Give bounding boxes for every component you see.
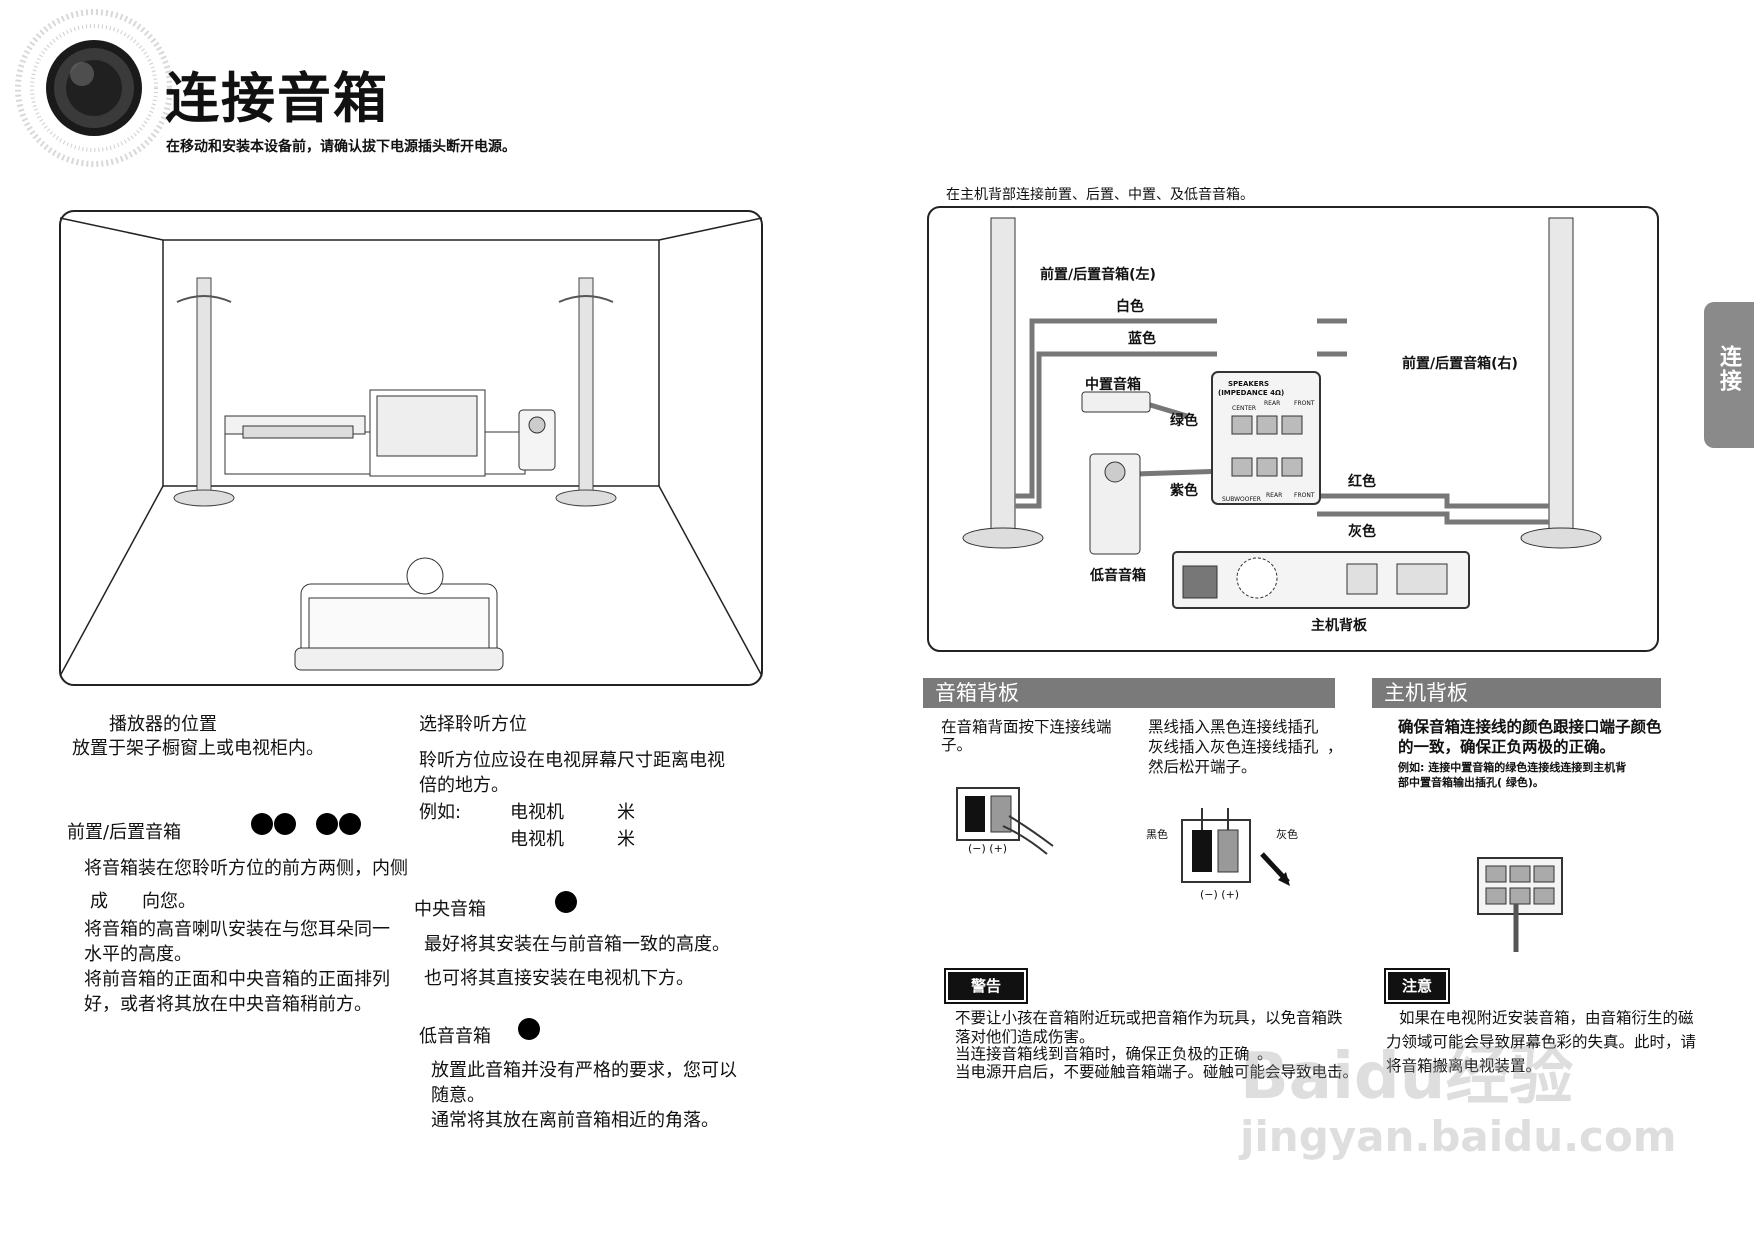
speaker-dot-icon <box>339 813 361 835</box>
warning-text-3b: 。 <box>1257 1045 1273 1063</box>
main-back-bar: 主机背板 <box>1372 678 1661 708</box>
example-row1-tv: 电视机 <box>510 802 564 823</box>
diag-term-front: FRONT <box>1294 400 1315 407</box>
diag-term-subwoofer: SUBWOOFER <box>1222 496 1261 503</box>
diag-main-back: 主机背板 <box>1311 618 1367 634</box>
diag-subwoofer: 低音音箱 <box>1090 568 1146 584</box>
header-logo-disc <box>12 8 173 168</box>
diag-front-left: 前置/后置音箱(左) <box>1040 267 1156 283</box>
diag-blue: 蓝色 <box>1128 331 1156 347</box>
front-rear-text-4: 水平的高度。 <box>84 944 192 965</box>
listen-text-1: 聆听方位应设在电视屏幕尺寸距离电视 <box>419 750 725 771</box>
front-rear-text-2a: 成 <box>90 891 108 912</box>
example-row1-unit: 米 <box>617 802 635 823</box>
speaker-dot-icon <box>274 813 296 835</box>
diag-term-rear: REAR <box>1264 400 1281 407</box>
front-rear-text-2b: 向您。 <box>142 891 196 912</box>
sub-title: 低音音箱 <box>419 1026 491 1047</box>
warning-text-4: 当电源开启后，不要碰触音箱端子。碰触可能会导致电击。 <box>955 1063 1359 1081</box>
speaker-back-bar: 音箱背板 <box>923 678 1335 708</box>
diag-speakers-label: SPEAKERS <box>1228 380 1270 388</box>
diag-center: 中置音箱 <box>1085 377 1141 393</box>
speaker-back-text-2: 子。 <box>941 736 973 754</box>
sub-text-1: 放置此音箱并没有严格的要求，您可以 <box>431 1060 737 1081</box>
front-rear-title: 前置/后置音箱 <box>67 822 182 843</box>
warning-label: 警告 <box>944 968 1028 1004</box>
warning-text-2: 落对他们造成伤害。 <box>955 1028 1095 1046</box>
caution-text-3: 将音箱搬离电视装置。 <box>1386 1057 1542 1075</box>
sub-text-2: 随意。 <box>431 1085 485 1106</box>
diag-term-rear2: REAR <box>1266 492 1283 499</box>
chapter-tab[interactable] <box>1704 302 1754 448</box>
gray-label: 灰色 <box>1276 828 1298 841</box>
polarity-label-1: (−) (+) <box>968 842 1008 855</box>
terminal-wire-illustration <box>1178 806 1298 892</box>
terminal-press-illustration <box>955 786 1055 858</box>
right-intro: 在主机背部连接前置、后置、中置、及低音音箱。 <box>946 187 1254 203</box>
front-rear-text-6: 好，或者将其放在中央音箱稍前方。 <box>84 994 372 1015</box>
example-row2-tv: 电视机 <box>510 829 564 850</box>
sub-text-3: 通常将其放在离前音箱相近的角落。 <box>431 1110 719 1131</box>
wire-text-1: 黑线插入黑色连接线插孔 <box>1148 718 1319 736</box>
watermark-line1: Baidu经验 <box>1240 1040 1574 1114</box>
warning-text-3: 当连接音箱线到音箱时，确保正负极的正确 <box>955 1045 1250 1063</box>
chapter-tab-label: 连接 <box>1716 345 1741 393</box>
wire-text-3: 然后松开端子。 <box>1148 758 1257 776</box>
diag-white: 白色 <box>1116 299 1144 315</box>
page-title: 连接音箱 <box>165 67 389 130</box>
speaker-dot-icon <box>518 1018 540 1040</box>
watermark-line2: jingyan.baidu.com <box>1240 1112 1677 1161</box>
diag-green: 绿色 <box>1170 413 1198 429</box>
front-rear-text-3: 将音箱的高音喇叭安装在与您耳朵同一 <box>84 919 390 940</box>
polarity-label-2: (−) (+) <box>1200 888 1240 901</box>
warning-text-1: 不要让小孩在音箱附近玩或把音箱作为玩具，以免音箱跌 <box>955 1009 1343 1027</box>
room-illustration <box>59 210 763 686</box>
listen-text-2: 倍的地方。 <box>419 775 509 796</box>
main-example-1: 例如: 连接中置音箱的绿色连接线连接到主机背 <box>1398 761 1627 774</box>
speaker-dot-icon <box>555 891 577 913</box>
caution-text-1: 如果在电视附近安装音箱，由音箱衍生的磁 <box>1399 1009 1694 1027</box>
main-text-2: 的一致，确保正负两极的正确。 <box>1398 738 1616 756</box>
wire-text-2b: ， <box>1327 738 1343 756</box>
center-title: 中央音箱 <box>414 899 486 920</box>
front-rear-text-5: 将前音箱的正面和中央音箱的正面排列 <box>84 969 390 990</box>
speaker-back-text-1: 在音箱背面按下连接线端 <box>941 718 1112 736</box>
diag-red: 红色 <box>1348 474 1376 490</box>
caution-label: 注意 <box>1384 968 1450 1004</box>
black-label: 黑色 <box>1146 828 1168 841</box>
example-row2-unit: 米 <box>617 829 635 850</box>
diag-impedance-label: (IMPEDANCE 4Ω) <box>1218 389 1285 397</box>
diag-purple: 紫色 <box>1170 483 1198 499</box>
diag-term-front2: FRONT <box>1294 492 1315 499</box>
listen-title: 选择聆听方位 <box>419 714 527 735</box>
center-text-1: 最好将其安装在与前音箱一致的高度。 <box>424 934 730 955</box>
player-position-text: 放置于架子橱窗上或电视柜内。 <box>72 738 324 759</box>
diag-term-center: CENTER <box>1232 405 1257 412</box>
caution-text-2: 力领域可能会导致屏幕色彩的失真。此时，请 <box>1386 1033 1697 1051</box>
front-rear-text-1: 将音箱装在您聆听方位的前方两侧，内侧 <box>84 858 408 879</box>
center-text-2: 也可将其直接安装在电视机下方。 <box>424 968 694 989</box>
terminal-block-illustration <box>1476 852 1566 952</box>
speaker-dot-icon <box>316 813 338 835</box>
wire-text-2: 灰线插入灰色连接线插孔 <box>1148 738 1319 756</box>
player-position-title: 播放器的位置 <box>109 714 217 735</box>
main-text-1: 确保音箱连接线的颜色跟接口端子颜色 <box>1398 718 1662 736</box>
connection-diagram <box>927 206 1659 652</box>
page-subtitle: 在移动和安装本设备前，请确认拔下电源插头断开电源。 <box>166 139 516 155</box>
diag-gray: 灰色 <box>1348 524 1376 540</box>
main-example-2: 部中置音箱输出插孔( 绿色)。 <box>1398 776 1544 789</box>
diag-front-right: 前置/后置音箱(右) <box>1402 356 1518 372</box>
speaker-dot-icon <box>251 813 273 835</box>
speaker-disc-icon <box>15 9 173 167</box>
example-label: 例如: <box>419 802 462 823</box>
